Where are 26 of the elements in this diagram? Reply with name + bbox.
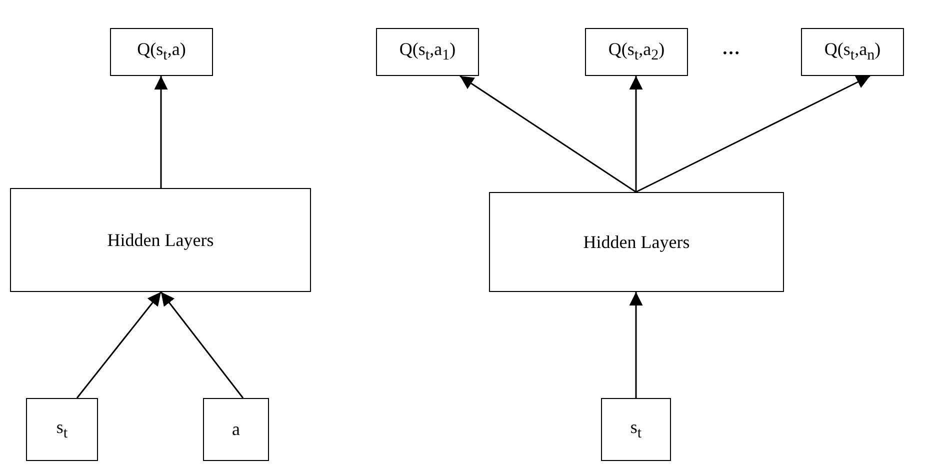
input-output-box [601,398,671,461]
node-label: s$_{t}$ [630,416,642,442]
node-label: Hidden Layers [583,232,690,252]
arrow [160,292,244,398]
arrow [636,75,870,193]
node-label: Q(s$_{t}$,a$_{n}$) [824,39,881,65]
node-label: s$_{t}$ [56,416,68,442]
node-label: a [232,419,240,440]
node-label: Q(s$_{t}$,a$_{2}$) [608,39,665,65]
input-output-box [203,398,269,461]
process-box [10,188,311,292]
process-box [489,192,784,292]
node-label: Q(s$_{t}$,a) [137,39,186,65]
arrow [629,76,643,192]
input-output-box [376,28,479,76]
input-output-box [801,28,904,76]
input-output-box [585,28,688,76]
node-label: Q(s$_{t}$,a$_{1}$) [399,39,456,65]
input-output-box [110,28,213,76]
arrow [154,76,168,188]
arrow [629,292,643,398]
input-output-box [26,398,98,461]
arrow [76,292,162,398]
arrow [460,75,636,193]
ellipsis-label: … [722,38,740,59]
node-label: Hidden Layers [107,230,214,250]
